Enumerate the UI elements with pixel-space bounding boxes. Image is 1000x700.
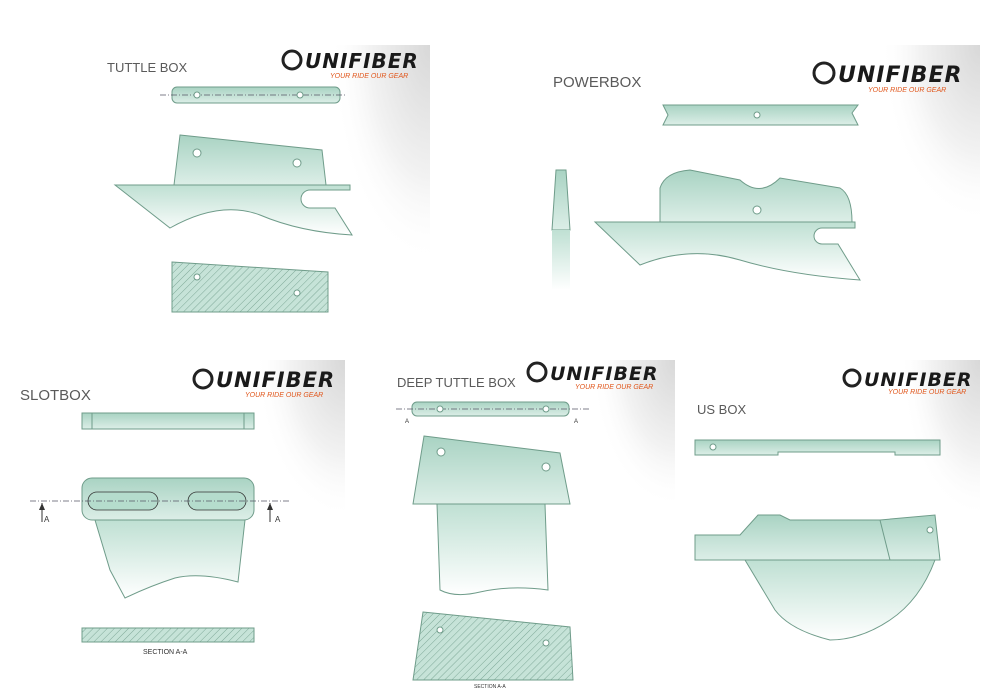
panel-tuttle-box: TUTTLE BOX UNIFIBER YOUR RIDE OUR GEAR (107, 49, 419, 313)
panel-title: POWERBOX (553, 74, 641, 91)
unifiber-logo: UNIFIBER YOUR RIDE OUR GEAR (192, 368, 335, 399)
svg-text:A: A (574, 419, 578, 425)
section-label: SECTION A-A (474, 684, 506, 690)
end-view (551, 169, 571, 231)
unifiber-logo: UNIFIBER YOUR RIDE OUR GEAR (812, 61, 962, 94)
svg-text:YOUR RIDE OUR GEAR: YOUR RIDE OUR GEAR (330, 73, 408, 80)
logo-star-icon (812, 61, 836, 85)
svg-text:UNIFIBER: UNIFIBER (305, 49, 419, 73)
logo-star-icon (842, 368, 862, 388)
svg-text:UNIFIBER: UNIFIBER (216, 368, 335, 392)
side-view (694, 514, 941, 561)
panel-title: SLOTBOX (20, 387, 91, 404)
panel-title: TUTTLE BOX (107, 60, 188, 75)
panel-slotbox: SLOTBOX UNIFIBER YOUR RIDE OUR GEAR A A … (20, 368, 335, 656)
svg-text:YOUR RIDE OUR GEAR: YOUR RIDE OUR GEAR (868, 87, 946, 94)
panel-powerbox: POWERBOX UNIFIBER YOUR RIDE OUR GEAR (551, 61, 962, 290)
side-view (659, 169, 853, 223)
side-view (173, 134, 327, 186)
section-view (412, 611, 574, 681)
panel-deep-tuttle-box: DEEP TUTTLE BOX UNIFIBER YOUR RIDE OUR G… (396, 361, 659, 690)
logo-star-icon (281, 49, 303, 71)
svg-text:UNIFIBER: UNIFIBER (838, 63, 962, 88)
svg-text:YOUR RIDE OUR GEAR: YOUR RIDE OUR GEAR (888, 389, 966, 396)
unifiber-logo: UNIFIBER YOUR RIDE OUR GEAR (842, 368, 973, 396)
svg-text:YOUR RIDE OUR GEAR: YOUR RIDE OUR GEAR (245, 392, 323, 399)
top-view (81, 412, 255, 430)
section-marker: A (44, 515, 50, 524)
panel-title: US BOX (697, 402, 746, 417)
section-marker: A (275, 515, 281, 524)
side-view (412, 435, 571, 505)
panel-us-box: US BOX UNIFIBER YOUR RIDE OUR GEAR (694, 368, 973, 641)
logo-star-icon (192, 368, 214, 390)
background-pattern (590, 360, 675, 510)
unifiber-logo: UNIFIBER YOUR RIDE OUR GEAR (281, 49, 419, 80)
svg-text:UNIFIBER: UNIFIBER (550, 363, 659, 385)
unifiber-logo: UNIFIBER YOUR RIDE OUR GEAR (526, 361, 659, 391)
section-view (81, 627, 255, 643)
top-view (694, 439, 941, 456)
section-view (171, 261, 329, 313)
svg-text:UNIFIBER: UNIFIBER (864, 369, 973, 391)
fin-outline (593, 221, 861, 281)
fin-outline (113, 184, 353, 236)
logo-star-icon (526, 361, 548, 383)
panel-title: DEEP TUTTLE BOX (397, 375, 516, 390)
section-label: SECTION A-A (143, 649, 188, 656)
fin-outline (94, 519, 246, 599)
svg-text:YOUR RIDE OUR GEAR: YOUR RIDE OUR GEAR (575, 384, 653, 391)
background-pattern (255, 360, 345, 520)
background-pattern (880, 45, 980, 225)
svg-text:A: A (405, 419, 409, 425)
fin-outline (436, 503, 549, 596)
fin-outline (744, 559, 936, 641)
